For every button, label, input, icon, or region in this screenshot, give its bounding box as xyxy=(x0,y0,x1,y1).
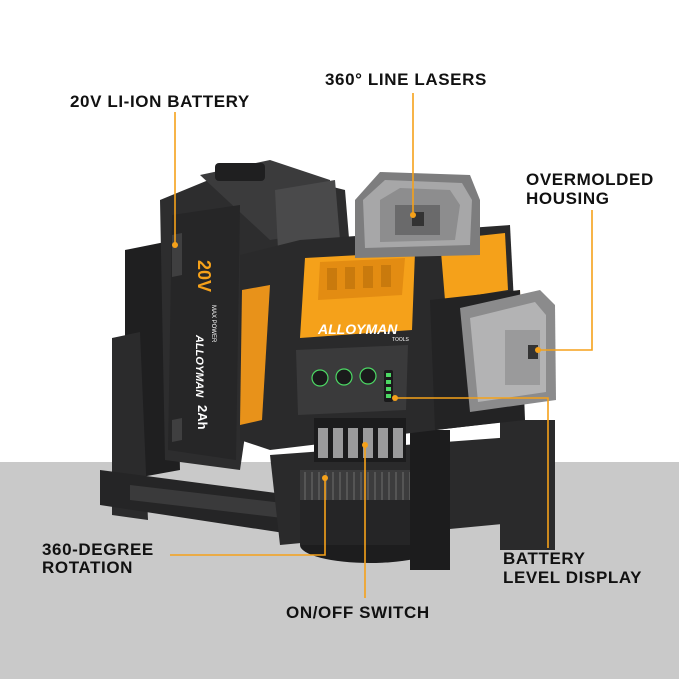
body-brand-sub: TOOLS xyxy=(392,337,410,343)
housing-callout-line1: OVERMOLDED xyxy=(526,170,654,189)
battery-display-callout-line1: BATTERY xyxy=(503,549,586,568)
laser-button-3 xyxy=(359,367,377,385)
side-laser-window xyxy=(460,290,556,412)
battery-voltage-label: 20V xyxy=(194,260,214,292)
battery-series-label: MAX POWER xyxy=(210,305,216,343)
housing-callout-line2: HOUSING xyxy=(526,189,610,208)
laser-button-1 xyxy=(311,369,329,387)
laser-button-2 xyxy=(335,368,353,386)
top-laser-window xyxy=(355,172,480,258)
switch-callout: ON/OFF SWITCH xyxy=(286,603,430,622)
battery-brand-label: ALLOYMAN xyxy=(193,334,205,398)
lasers-callout: 360° LINE LASERS xyxy=(325,70,487,89)
rotation-callout-line1: 360-DEGREE xyxy=(42,540,154,559)
body-brand-logo: ALLOYMAN xyxy=(317,321,398,337)
battery-callout: 20V LI-ION BATTERY xyxy=(70,92,250,111)
battery-display-callout-line2: LEVEL DISPLAY xyxy=(503,568,643,587)
rotation-callout-line2: ROTATION xyxy=(42,558,134,577)
battery-capacity-label: 2Ah xyxy=(195,405,210,430)
